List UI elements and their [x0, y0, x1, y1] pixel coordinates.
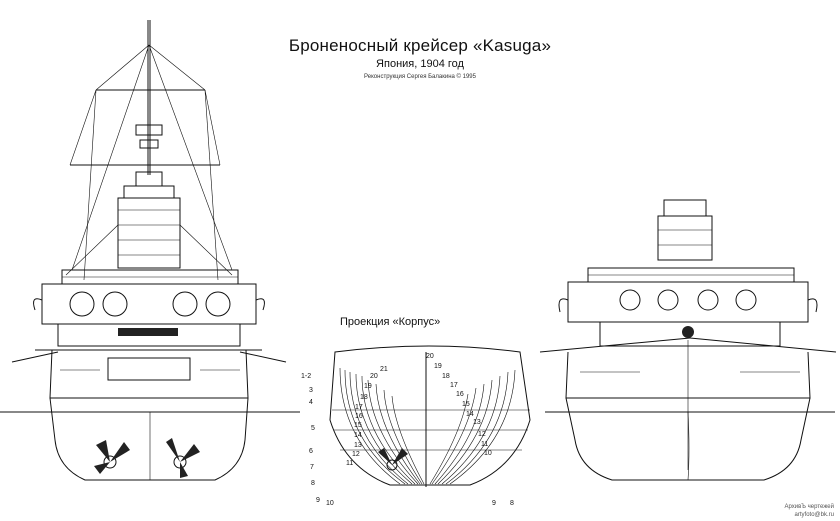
drawing-subtitle: Япония, 1904 год — [376, 58, 464, 70]
stern-view — [0, 20, 300, 481]
frame-number: 14 — [354, 432, 362, 439]
frame-number: 12 — [352, 451, 360, 458]
frame-number: 10 — [484, 450, 492, 457]
stern-funnel — [117, 197, 181, 269]
frame-number: 7 — [310, 464, 314, 471]
frame-number: 8 — [510, 500, 514, 507]
stern-gallery — [107, 357, 191, 381]
archive-email: artyfoto@bk.ru — [794, 512, 834, 518]
drawing-title: Броненосный крейсер «Kasuga» — [288, 36, 552, 55]
frame-number: 3 — [309, 387, 313, 394]
frame-number: 16 — [355, 413, 363, 420]
archive-watermark: АрхивЪ чертежей artyfoto@bk.ru — [784, 503, 834, 519]
frame-number: 17 — [355, 404, 363, 411]
frame-number: 14 — [466, 411, 474, 418]
frame-number: 13 — [473, 419, 481, 426]
body-plan: 1-2 3 4 5 6 7 8 9 10 11 12 13 14 15 16 1… — [301, 345, 531, 507]
stern-propellers — [94, 438, 200, 478]
frame-number: 13 — [354, 442, 362, 449]
frame-number: 20 — [426, 353, 434, 360]
frame-number: 19 — [364, 383, 372, 390]
frame-number: 17 — [450, 382, 458, 389]
archive-name: АрхивЪ чертежей — [784, 504, 834, 510]
body-plan-label: Проекция «Корпус» — [340, 316, 441, 328]
frame-number: 21 — [380, 366, 388, 373]
stern-underwater-hull — [49, 397, 249, 481]
stern-topside — [49, 349, 249, 399]
bow-view — [539, 199, 837, 481]
bow-funnel — [657, 215, 713, 261]
frame-number: 6 — [309, 448, 313, 455]
frame-number: 8 — [311, 480, 315, 487]
frame-number: 15 — [354, 422, 362, 429]
frame-number: 12 — [478, 431, 486, 438]
frame-number: 20 — [370, 373, 378, 380]
frame-number: 19 — [434, 363, 442, 370]
frame-number: 10 — [326, 500, 334, 507]
frame-number: 9 — [316, 497, 320, 504]
frame-number: 5 — [311, 425, 315, 432]
frame-number: 11 — [346, 460, 353, 467]
frame-number: 16 — [456, 391, 464, 398]
frame-number: 18 — [442, 373, 450, 380]
frame-number: 18 — [360, 394, 368, 401]
frame-number: 4 — [309, 399, 313, 406]
frame-number: 1-2 — [301, 373, 311, 380]
frame-number: 9 — [492, 500, 496, 507]
frame-number: 11 — [481, 441, 488, 448]
frame-number: 15 — [462, 401, 470, 408]
drawing-credit: Реконструкция Сергея Балакина © 1995 — [364, 74, 476, 80]
